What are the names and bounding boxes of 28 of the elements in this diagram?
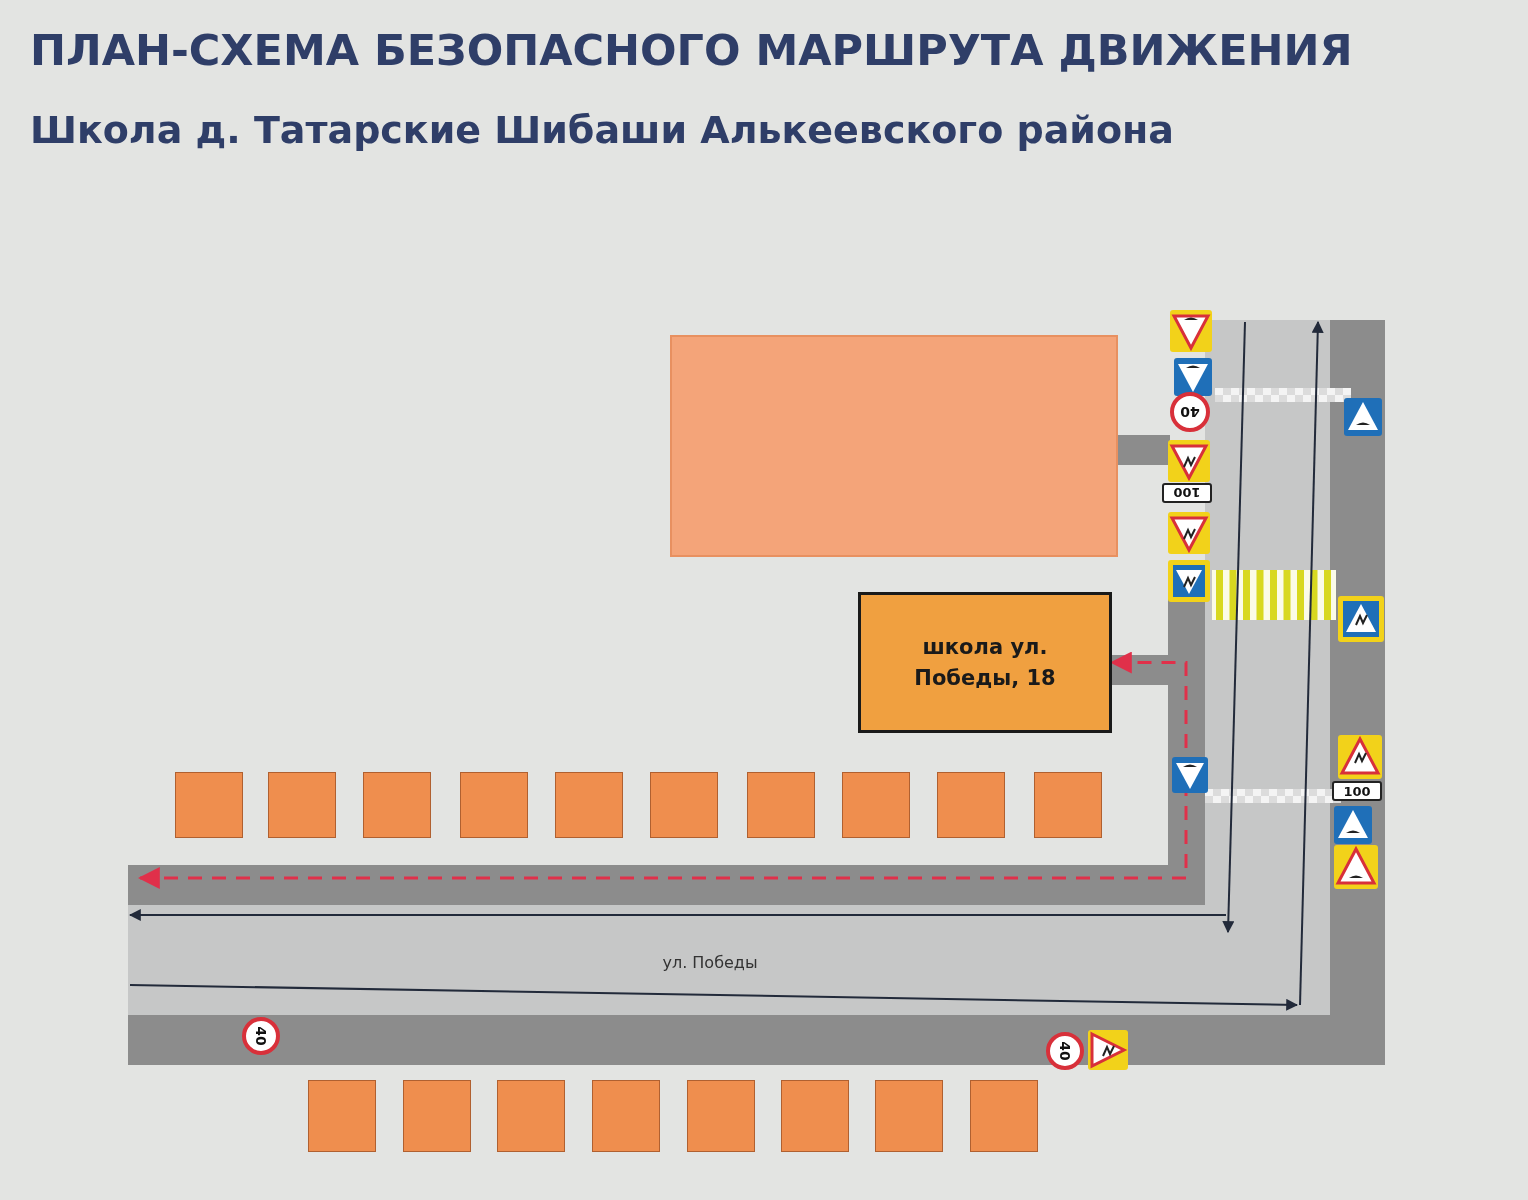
house [308, 1080, 376, 1152]
house [747, 772, 815, 838]
house [363, 772, 431, 838]
house [970, 1080, 1038, 1152]
house [175, 772, 243, 838]
house [497, 1080, 565, 1152]
house [842, 772, 910, 838]
building-label: школа ул. Победы, 18 [913, 634, 1057, 692]
house [1034, 772, 1102, 838]
house [268, 772, 336, 838]
street-name: ул. Победы [661, 951, 759, 974]
house [937, 772, 1005, 838]
building [670, 335, 1118, 557]
subtitle: Школа д. Татарские Шибаши Алькеевского района [30, 107, 1175, 154]
house [875, 1080, 943, 1152]
school-building [858, 592, 1112, 733]
distance-plate: 100 [1162, 483, 1212, 503]
house [592, 1080, 660, 1152]
house [403, 1080, 471, 1152]
house [687, 1080, 755, 1152]
house [460, 772, 528, 838]
distance-plate: 100 [1332, 781, 1382, 801]
house [650, 772, 718, 838]
title: ПЛАН-СХЕМА БЕЗОПАСНОГО МАРШРУТА ДВИЖЕНИЯ [30, 25, 1354, 75]
house [555, 772, 623, 838]
house [781, 1080, 849, 1152]
speed-limit-sign: 40 [1170, 392, 1210, 432]
route-arrow [137, 651, 1188, 889]
